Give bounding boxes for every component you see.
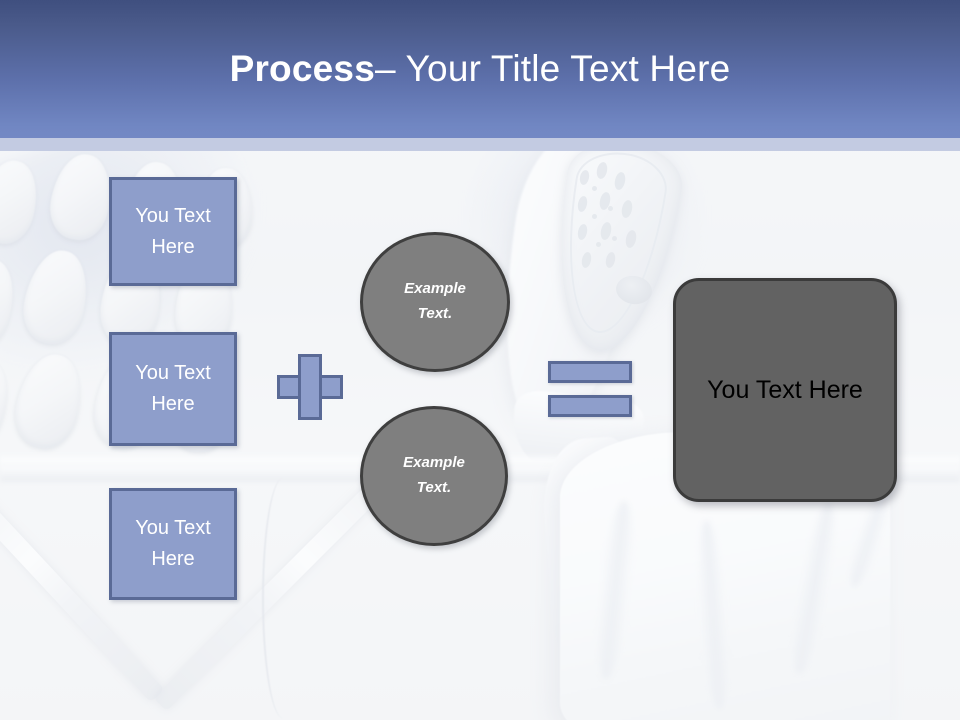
equals-icon	[548, 361, 632, 417]
page-title: Process – Your Title Text Here	[0, 0, 960, 138]
example-circle-2-label: Example Text.	[403, 451, 465, 501]
title-bar	[0, 0, 960, 138]
plus-icon-center	[301, 378, 319, 396]
title-bar-accent-band	[0, 138, 960, 151]
example-circle-2-line1: Example	[403, 454, 465, 472]
input-box-3[interactable]: You Text Here	[109, 488, 237, 600]
input-box-1[interactable]: You Text Here	[109, 177, 237, 286]
example-circle-2[interactable]: Example Text.	[360, 406, 508, 546]
result-box[interactable]: You Text Here	[673, 278, 897, 502]
example-circle-1-line2: Text.	[417, 305, 453, 322]
example-circle-2-line2: Text.	[416, 479, 452, 496]
page-title-rest: – Your Title Text Here	[374, 48, 731, 89]
page-title-strong: Process	[229, 48, 375, 89]
equals-icon-bottom-bar	[548, 395, 632, 417]
equals-icon-top-bar	[548, 361, 632, 383]
input-box-1-label: You Text Here	[135, 204, 211, 258]
plus-icon	[277, 354, 343, 420]
example-circle-1-label: Example Text.	[404, 277, 466, 327]
result-box-label: You Text Here	[707, 375, 863, 404]
input-box-2-label: You Text Here	[135, 362, 211, 415]
input-box-3-label: You Text Here	[135, 517, 211, 570]
example-circle-1-line1: Example	[404, 280, 466, 298]
input-box-2[interactable]: You Text Here	[109, 332, 237, 446]
example-circle-1[interactable]: Example Text.	[360, 232, 510, 372]
